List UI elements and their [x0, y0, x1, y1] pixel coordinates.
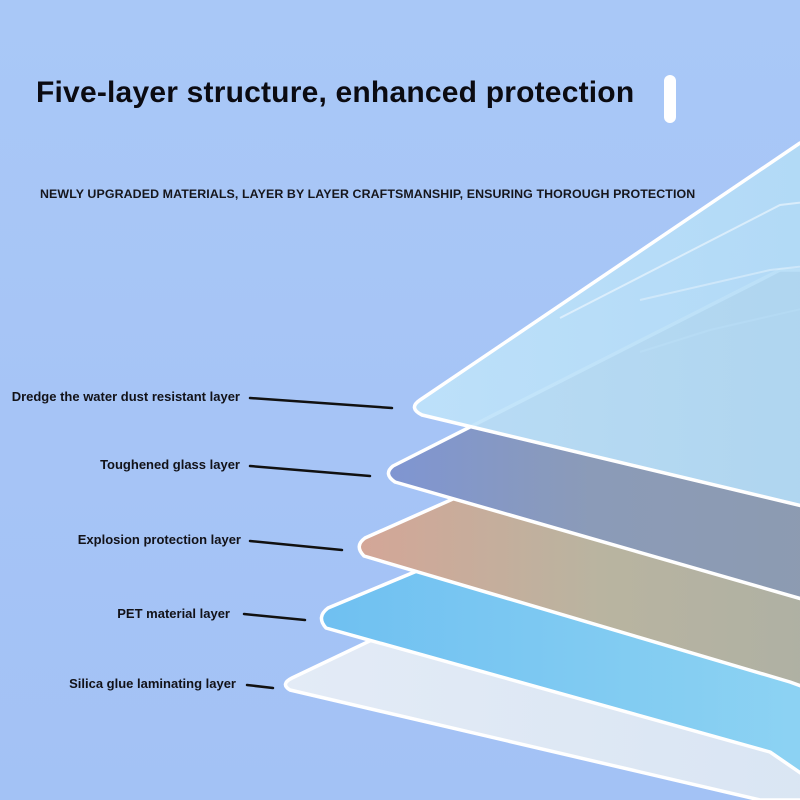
- leader-line-toughened-glass: [248, 464, 372, 478]
- leader-line-explosion: [248, 539, 344, 552]
- leader-line-water-dust: [248, 396, 394, 410]
- layer-label-silica-glue: Silica glue laminating layer: [69, 676, 236, 691]
- layer-label-toughened-glass: Toughened glass layer: [100, 457, 240, 472]
- page-title: Five-layer structure, enhanced protectio…: [36, 76, 635, 109]
- page-subtitle: NEWLY UPGRADED MATERIALS, LAYER BY LAYER…: [40, 187, 696, 201]
- layer-top-inner-outline: [559, 201, 800, 319]
- layer-label-water-dust: Dredge the water dust resistant layer: [11, 389, 240, 404]
- layer-top-inner-outline-2: [639, 265, 800, 301]
- leader-line-pet: [242, 612, 307, 622]
- leader-line-silica: [245, 683, 275, 690]
- layer-water-dust-resistant: [412, 141, 800, 508]
- layer-label-explosion-protection: Explosion protection layer: [77, 532, 241, 547]
- layer-label-pet-material: PET material layer: [117, 606, 230, 621]
- white-pill-icon: [664, 75, 676, 123]
